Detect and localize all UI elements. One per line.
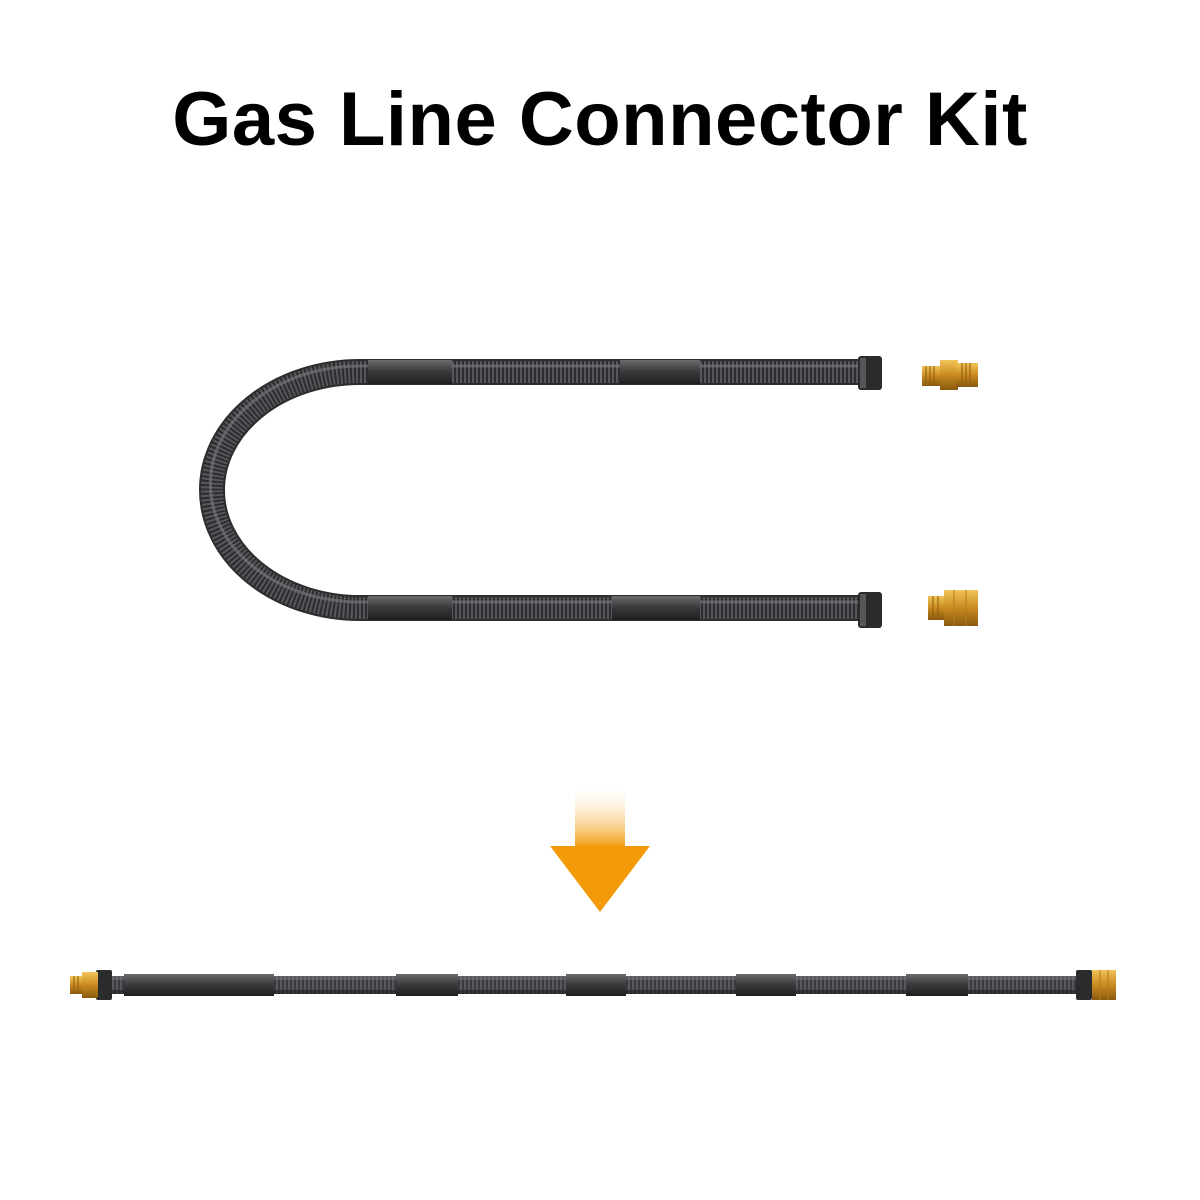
brass-fitting-bottom (928, 590, 978, 626)
page-title: Gas Line Connector Kit (172, 77, 1028, 162)
assembled-hose (70, 970, 1116, 1000)
u-shaped-hose (199, 356, 882, 628)
brass-fitting-top (922, 360, 978, 390)
down-arrow-icon (550, 782, 650, 912)
